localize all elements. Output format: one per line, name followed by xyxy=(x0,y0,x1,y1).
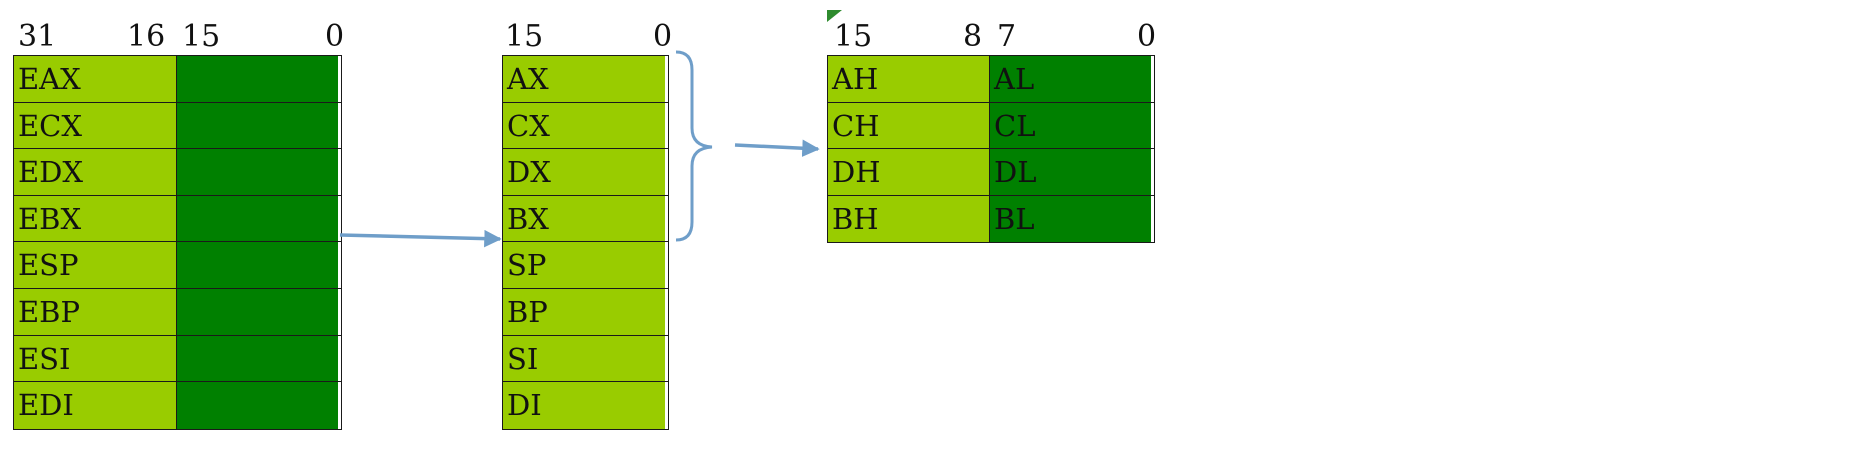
bit-label-0: 0 xyxy=(653,19,673,54)
register-name-cell: DI xyxy=(503,382,665,429)
register-name-cell: EDI xyxy=(14,382,177,429)
register-high-byte-cell: AH xyxy=(828,56,990,102)
table-row: EAX xyxy=(14,56,341,103)
table-row: CX xyxy=(503,102,668,150)
register-high-byte-cell: BH xyxy=(828,195,990,243)
brace-icon xyxy=(675,50,713,242)
table-row: ECX xyxy=(14,102,341,150)
register-name-cell: SP xyxy=(503,242,665,288)
bit-label-0: 0 xyxy=(325,19,345,54)
register-low-half-cell xyxy=(177,102,338,149)
table-row: EDX xyxy=(14,149,341,196)
bit-label-8: 8 xyxy=(963,19,983,54)
register-table-32bit: EAX ECX EDX EBX ESP EBP ESI EDI xyxy=(13,55,342,430)
register-high-byte-cell: DH xyxy=(828,149,990,195)
register-low-half-cell xyxy=(177,149,338,195)
register-low-half-cell xyxy=(177,56,338,102)
bit-label-7: 7 xyxy=(997,19,1017,54)
register-low-byte-cell: AL xyxy=(990,56,1151,102)
table-row: DH DL xyxy=(828,149,1154,196)
table-row: EBP xyxy=(14,288,341,336)
register-name-cell: BX xyxy=(503,195,665,242)
register-name-cell: EBX xyxy=(14,195,177,242)
bit-label-15: 15 xyxy=(182,19,221,54)
register-name-cell: ESI xyxy=(14,335,177,382)
register-name-cell: DX xyxy=(503,149,665,195)
table-row: DX xyxy=(503,149,668,196)
register-name-cell: CX xyxy=(503,102,665,149)
register-name-cell: ESP xyxy=(14,242,177,288)
register-name-cell: BP xyxy=(503,288,665,335)
register-name-cell: EAX xyxy=(14,56,177,102)
register-low-half-cell xyxy=(177,242,338,288)
register-low-half-cell xyxy=(177,382,338,429)
register-high-byte-cell: CH xyxy=(828,102,990,149)
table-row: AH AL xyxy=(828,56,1154,103)
bit-label-15: 15 xyxy=(505,19,544,54)
register-name-cell: AX xyxy=(503,56,665,102)
register-name-cell: ECX xyxy=(14,102,177,149)
register-low-half-cell xyxy=(177,288,338,335)
register-low-byte-cell: BL xyxy=(990,195,1151,243)
bit-label-15: 15 xyxy=(834,19,873,54)
bit-label-0: 0 xyxy=(1137,19,1157,54)
table-row: CH CL xyxy=(828,102,1154,150)
bit-label-31: 31 xyxy=(18,19,57,54)
table-row: ESP xyxy=(14,242,341,289)
table-row: EDI xyxy=(14,382,341,429)
table-row: SP xyxy=(503,242,668,289)
register-name-cell: EDX xyxy=(14,149,177,195)
register-low-half-cell xyxy=(177,335,338,382)
table-row: BP xyxy=(503,288,668,336)
register-low-byte-cell: CL xyxy=(990,102,1151,149)
table-row: DI xyxy=(503,382,668,429)
table-row: AX xyxy=(503,56,668,103)
bit-label-16: 16 xyxy=(127,19,166,54)
table-row: ESI xyxy=(14,335,341,383)
table-row: BX xyxy=(503,195,668,243)
register-name-cell: SI xyxy=(503,335,665,382)
register-low-byte-cell: DL xyxy=(990,149,1151,195)
register-table-8bit: AH AL CH CL DH DL BH BL xyxy=(827,55,1155,244)
register-table-16bit: AX CX DX BX SP BP SI DI xyxy=(502,55,669,430)
register-name-cell: EBP xyxy=(14,288,177,335)
register-low-half-cell xyxy=(177,195,338,242)
arrow-32-to-16 xyxy=(339,229,502,248)
table-row: BH BL xyxy=(828,195,1154,243)
table-row: SI xyxy=(503,335,668,383)
table-row: EBX xyxy=(14,195,341,243)
arrow-16-to-8 xyxy=(734,139,820,157)
